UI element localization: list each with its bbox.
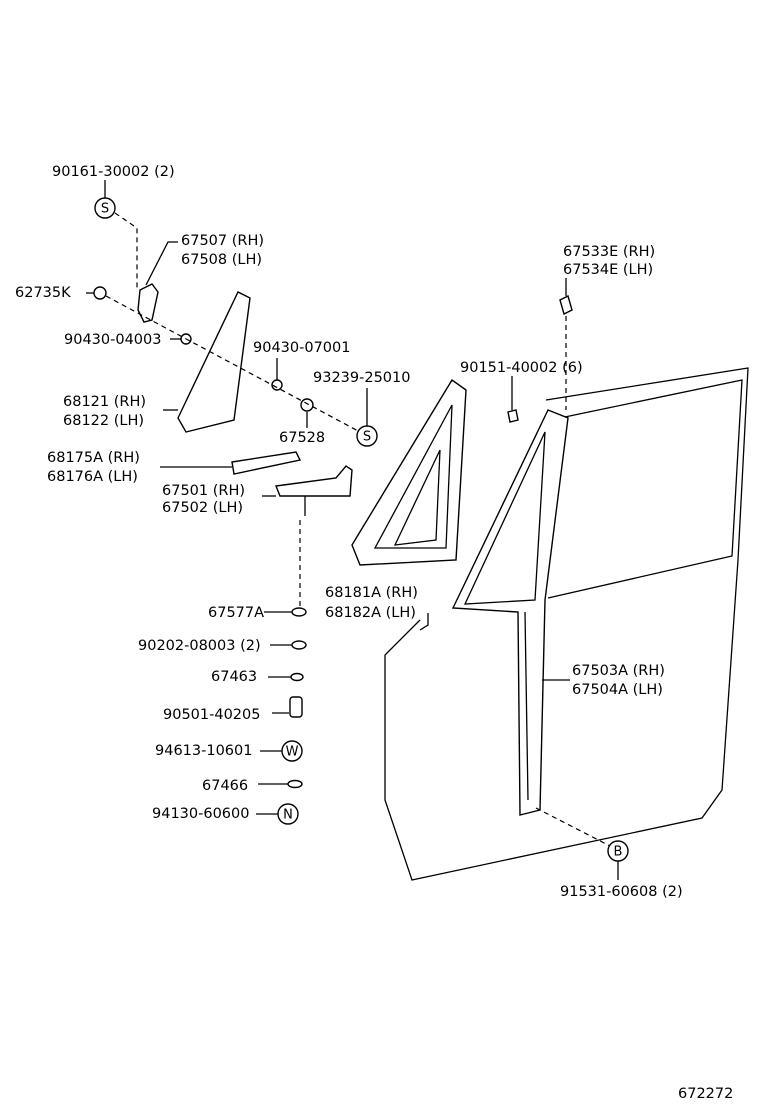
symbol-s-right: S: [356, 425, 378, 447]
division-bar: [451, 409, 569, 816]
label-91531: 91531-60608 (2): [560, 884, 683, 900]
lower-channel: [231, 451, 302, 475]
symbol-s-top: S: [94, 197, 116, 219]
label-67577A: 67577A: [208, 605, 264, 621]
svg-text:B: B: [614, 845, 623, 860]
washer-90430b: [271, 379, 283, 391]
part-labels: 90161-30002 (2) 67507 (RH) 67508 (LH) 62…: [15, 164, 733, 1102]
upper-bracket: [137, 283, 159, 323]
svg-text:N: N: [283, 808, 293, 823]
screw-90151: [507, 409, 519, 423]
label-67507: 67507 (RH): [181, 233, 264, 249]
label-67528: 67528: [279, 430, 325, 446]
label-90202: 90202-08003 (2): [138, 638, 261, 654]
label-67504A: 67504A (LH): [572, 682, 663, 698]
symbol-n: N: [277, 803, 299, 825]
label-94130: 94130-60600: [152, 806, 250, 822]
label-68122: 68122 (LH): [63, 413, 144, 429]
part-67577A: [291, 607, 307, 617]
label-68175A: 68175A (RH): [47, 450, 140, 466]
symbol-b: B: [607, 840, 629, 862]
quarter-glass: [177, 291, 251, 433]
symbol-w: W: [281, 740, 303, 762]
spring-90501: [289, 696, 303, 718]
svg-text:S: S: [101, 202, 109, 217]
part-67463: [290, 672, 304, 682]
washer-90202: [291, 640, 307, 650]
label-90430-07001: 90430-07001: [253, 340, 351, 356]
door-outline: [384, 367, 749, 881]
label-90161: 90161-30002 (2): [52, 164, 175, 180]
part-67466: [287, 779, 303, 789]
label-67534E: 67534E (LH): [563, 262, 653, 278]
label-90430-04003: 90430-04003: [64, 332, 162, 348]
label-90501: 90501-40205: [163, 707, 261, 723]
label-68181A: 68181A (RH): [325, 585, 418, 601]
label-68121: 68121 (RH): [63, 394, 146, 410]
label-67463: 67463: [211, 669, 257, 685]
label-94613: 94613-10601: [155, 743, 253, 759]
nut-62735K: [93, 286, 107, 300]
label-67501: 67501 (RH): [162, 483, 245, 499]
label-67508: 67508 (LH): [181, 252, 262, 268]
label-93239: 93239-25010: [313, 370, 411, 386]
diagram-id: 672272: [678, 1086, 733, 1102]
clip-67533E: [559, 294, 573, 316]
label-68182A: 68182A (LH): [325, 605, 416, 621]
label-67533E: 67533E (RH): [563, 244, 655, 260]
spacer-67528: [300, 398, 314, 412]
svg-text:W: W: [286, 745, 299, 760]
svg-text:S: S: [363, 430, 371, 445]
label-62735K: 62735K: [15, 285, 71, 301]
label-67466: 67466: [202, 778, 248, 794]
leader-lines: [86, 180, 619, 880]
lower-bracket: [275, 465, 353, 497]
label-68176A: 68176A (LH): [47, 469, 138, 485]
quarter-frame: [351, 378, 467, 566]
label-67502: 67502 (LH): [162, 500, 243, 516]
label-90151: 90151-40002 (6): [460, 360, 583, 376]
label-67503A: 67503A (RH): [572, 663, 665, 679]
